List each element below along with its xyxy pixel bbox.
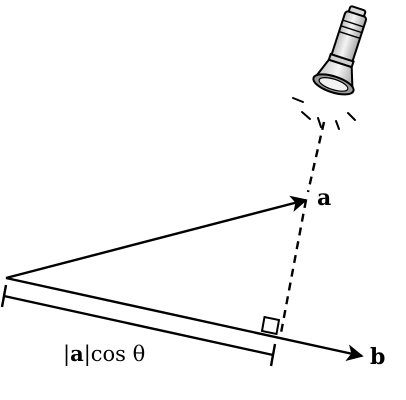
projection-dashed-line	[279, 199, 308, 334]
light-ray-icon	[292, 97, 356, 130]
right-angle-marker	[260, 315, 281, 336]
light-beam-dashed-line	[306, 121, 326, 193]
projection-bracket	[0, 284, 277, 367]
projection-label: |a|cos θ	[63, 341, 145, 367]
vector-b-line	[5, 276, 364, 361]
vector-b-label: b	[370, 344, 385, 370]
vector-a-label: a	[317, 185, 331, 211]
vector-a-line	[5, 195, 308, 280]
flashlight-icon	[292, 5, 368, 130]
